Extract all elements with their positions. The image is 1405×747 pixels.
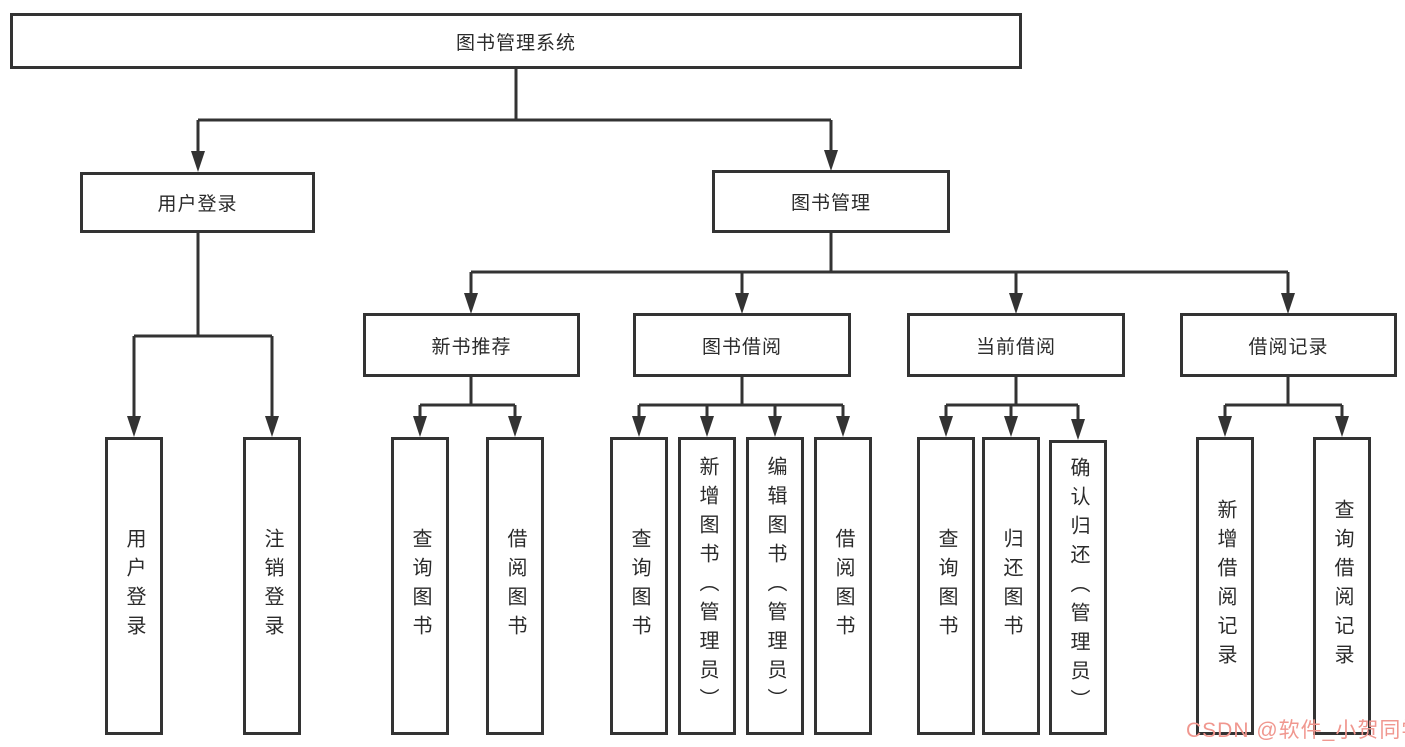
node-label: 新书推荐 — [431, 336, 512, 358]
node-label: 确认归还（管理员） — [1067, 457, 1089, 718]
leaf-user-login: 用户登录 — [105, 437, 163, 735]
node-new-book-recommend: 新书推荐 — [363, 313, 580, 377]
node-label: 借阅图书 — [504, 528, 526, 644]
leaf-query-books-current: 查询图书 — [917, 437, 975, 735]
node-label: 归还图书 — [1000, 528, 1022, 644]
node-label: 编辑图书（管理员） — [764, 455, 786, 717]
leaf-add-book-admin: 新增图书（管理员） — [678, 437, 736, 735]
node-label: 查询图书 — [628, 528, 650, 644]
leaf-query-books-borrow: 查询图书 — [610, 437, 668, 735]
node-book-management: 图书管理 — [712, 170, 950, 233]
leaf-borrow-books: 借阅图书 — [814, 437, 872, 735]
leaf-logout: 注销登录 — [243, 437, 301, 735]
node-label: 新增图书（管理员） — [696, 455, 718, 717]
leaf-query-borrow-record: 查询借阅记录 — [1313, 437, 1371, 735]
node-current-borrow: 当前借阅 — [907, 313, 1125, 377]
node-label: 借阅图书 — [832, 528, 854, 644]
node-label: 查询图书 — [935, 528, 957, 644]
leaf-add-borrow-record: 新增借阅记录 — [1196, 437, 1254, 735]
leaf-confirm-return-admin: 确认归还（管理员） — [1049, 440, 1107, 735]
node-borrow-records: 借阅记录 — [1180, 313, 1397, 377]
leaf-query-books-recommend: 查询图书 — [391, 437, 449, 735]
node-label: 注销登录 — [261, 528, 283, 644]
node-label: 查询图书 — [409, 528, 431, 644]
node-label: 用户登录 — [157, 194, 238, 215]
node-label: 借阅记录 — [1248, 336, 1329, 358]
node-label: 用户登录 — [123, 528, 145, 644]
node-label: 新增借阅记录 — [1214, 499, 1236, 673]
node-label: 图书管理系统 — [455, 32, 576, 54]
node-label: 图书借阅 — [701, 336, 782, 358]
node-user-login: 用户登录 — [80, 172, 315, 233]
node-library-management-system: 图书管理系统 — [10, 13, 1022, 69]
node-book-borrow: 图书借阅 — [633, 313, 851, 377]
leaf-borrow-books-recommend: 借阅图书 — [486, 437, 544, 735]
node-label: 查询借阅记录 — [1331, 499, 1353, 673]
node-label: 图书管理 — [790, 193, 871, 214]
leaf-return-book: 归还图书 — [982, 437, 1040, 735]
csdn-watermark: CSDN @软件_小贺同学 — [1186, 719, 1405, 742]
node-label: 当前借阅 — [975, 336, 1056, 358]
leaf-edit-book-admin: 编辑图书（管理员） — [746, 437, 804, 735]
